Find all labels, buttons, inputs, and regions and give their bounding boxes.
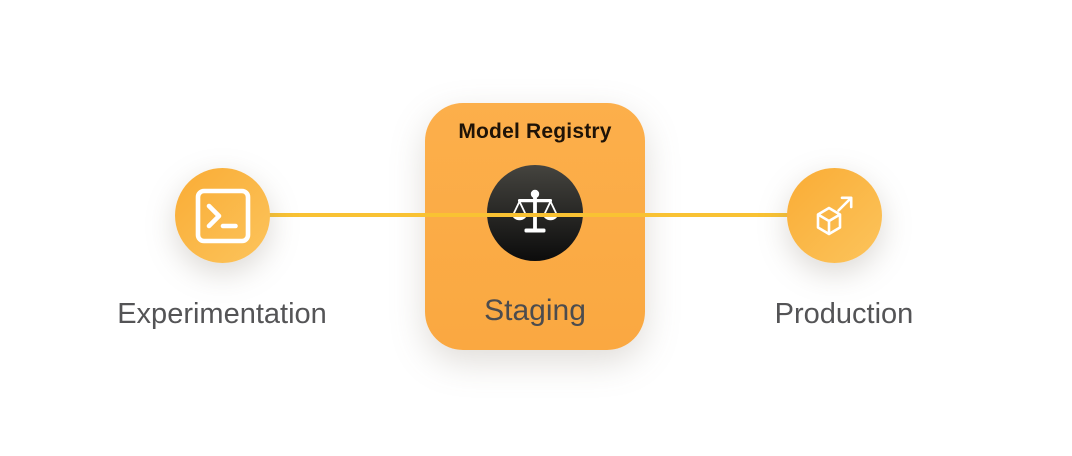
experimentation-label: Experimentation	[117, 298, 327, 330]
model-registry-title: Model Registry	[458, 120, 612, 143]
staging-label: Staging	[484, 294, 586, 327]
production-label: Production	[774, 298, 914, 330]
terminal-icon	[195, 188, 250, 243]
model-registry-card: Model Registry Staging	[425, 103, 645, 350]
production-node	[787, 168, 882, 263]
experimentation-node	[175, 168, 270, 263]
pipeline-connector-line	[222, 213, 835, 217]
cube-deploy-arrow-icon	[816, 196, 853, 235]
